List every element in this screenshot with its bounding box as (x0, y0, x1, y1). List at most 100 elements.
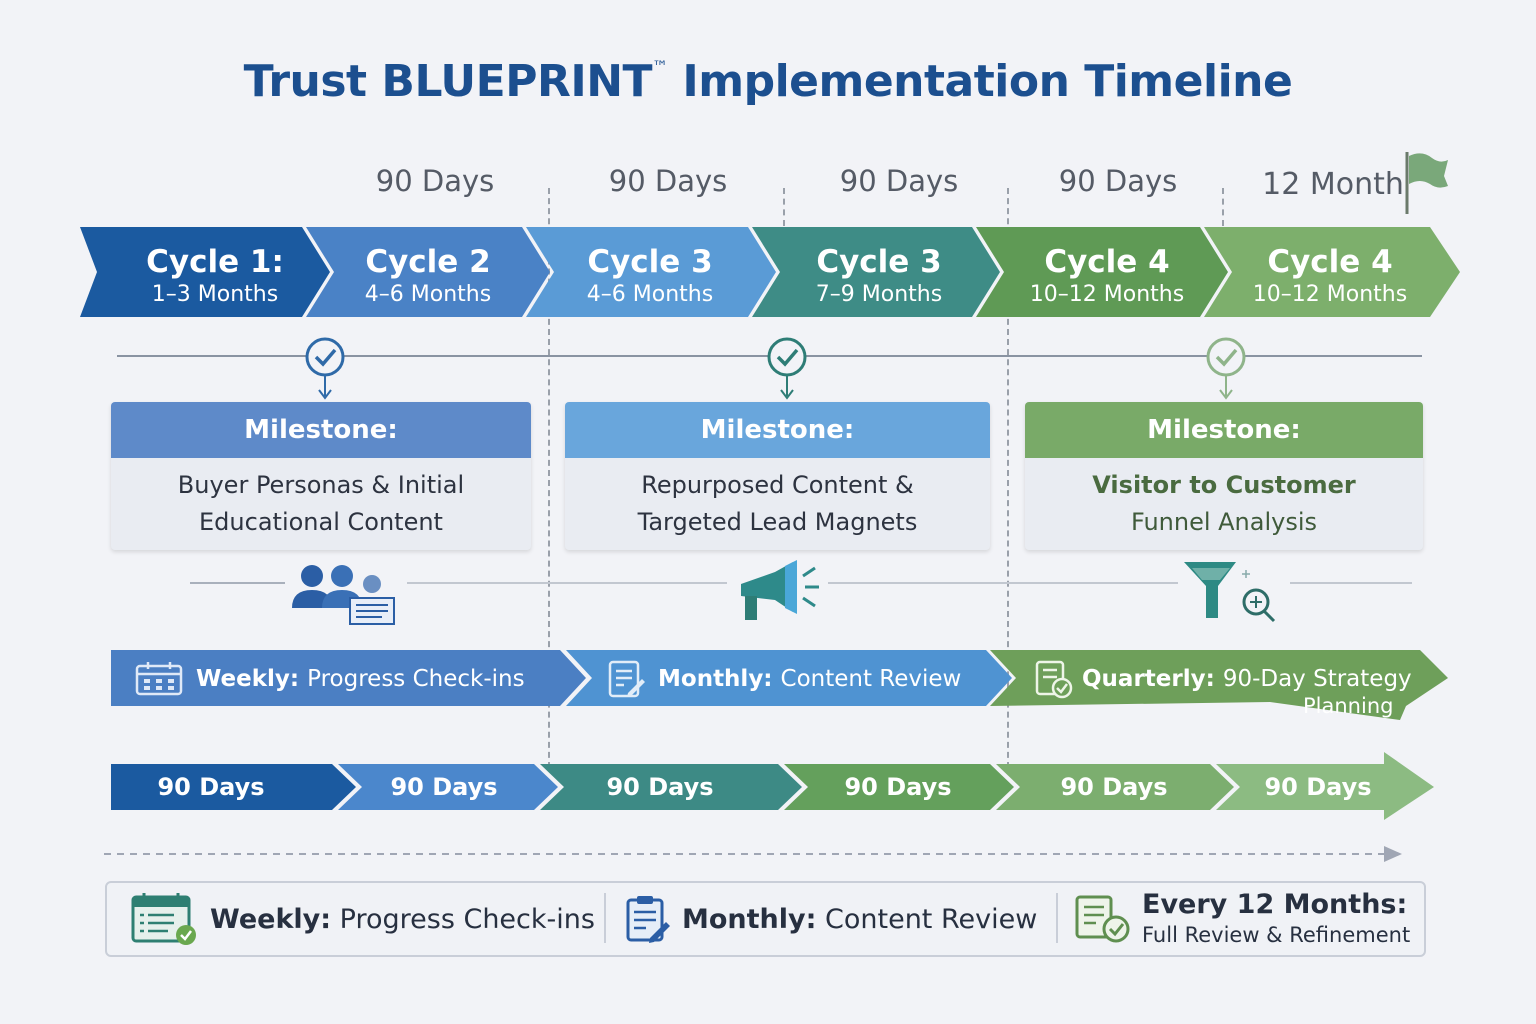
cycle-chevron-2 (306, 227, 550, 317)
summary-weekly: Weekly: Progress Check-ins (130, 881, 595, 957)
cycle-5-months: 10–12 Months (1029, 282, 1185, 307)
summary-text: Progress Check-ins (339, 903, 595, 935)
cycle-6: Cycle 4 10–12 Months (1226, 236, 1434, 318)
cycle-2-months: 4–6 Months (364, 282, 492, 307)
summary-label: Monthly: (682, 903, 817, 935)
segment-6-label: 90 Days (1264, 773, 1372, 801)
cycle-chevron-6 (1204, 227, 1460, 317)
cycle-4: Cycle 3 7–9 Months (776, 236, 982, 318)
cycle-3: Cycle 3 4–6 Months (550, 236, 750, 318)
summary-weekly-text: Weekly: Progress Check-ins (210, 904, 595, 935)
summary-yearly-text: Every 12 Months: Full Review & Refinemen… (1142, 889, 1410, 949)
cycle-1-months: 1–3 Months (151, 282, 279, 307)
milestone-text-line: Repurposed Content & (641, 471, 914, 499)
summary-divider (1056, 893, 1058, 943)
cycle-1-title: Cycle 1: (146, 244, 284, 280)
check-circle-icon (767, 337, 807, 400)
milestone-text-line: Visitor to Customer (1092, 471, 1356, 499)
summary-text: Content Review (825, 903, 1038, 935)
segment-5-label: 90 Days (1060, 773, 1168, 801)
summary-box (105, 881, 1426, 957)
check-circle-icon (305, 337, 345, 400)
title-main: Trust BLUEPRINT (243, 56, 653, 107)
summary-label: Every 12 Months: (1142, 889, 1408, 920)
trademark-symbol: ™ (652, 57, 668, 76)
cycle-4-title: Cycle 3 (816, 244, 942, 280)
flag-icon (1405, 152, 1448, 214)
icon-row-line (828, 582, 1178, 584)
cadence-label: Quarterly: (1082, 666, 1215, 692)
cycle-6-title: Cycle 4 (1267, 244, 1393, 280)
summary-yearly: Every 12 Months: Full Review & Refinemen… (1074, 881, 1410, 957)
page-title: Trust BLUEPRINT™ Implementation Timeline (0, 56, 1536, 107)
calendar-check-icon (131, 893, 196, 945)
megaphone-icon (741, 560, 819, 620)
milestone-heading: Milestone: (1025, 402, 1423, 458)
summary-monthly-text: Monthly: Content Review (682, 904, 1037, 935)
cadence-quarterly: Quarterly:90-Day Strategy (1034, 650, 1412, 708)
divider-line (548, 188, 550, 768)
segment-2-label: 90 Days (390, 773, 498, 801)
cycle-chevron-4 (752, 227, 1000, 317)
summary-divider (604, 893, 606, 943)
milestone-text-line: Educational Content (199, 508, 443, 536)
segment-3-label: 90 Days (606, 773, 714, 801)
cycle-3-title: Cycle 3 (587, 244, 713, 280)
icon-row-line (407, 582, 727, 584)
divider-line (1222, 188, 1224, 226)
milestone-heading: Milestone: (565, 402, 990, 458)
cycle-4-months: 7–9 Months (815, 282, 943, 307)
cycle-6-months: 10–12 Months (1252, 282, 1408, 307)
summary-monthly: Monthly: Content Review (624, 881, 1037, 957)
segment-6 (1216, 752, 1434, 820)
divider-line (783, 188, 785, 226)
segment-3 (540, 764, 802, 810)
cycle-1: Cycle 1: 1–3 Months (110, 236, 320, 318)
divider-line (1007, 188, 1009, 768)
cycle-5: Cycle 4 10–12 Months (1000, 236, 1214, 318)
cadence-text: Content Review (780, 666, 962, 692)
cadence-label: Monthly: (658, 666, 773, 692)
period-label-2: 90 Days (608, 164, 728, 198)
period-label-4: 90 Days (1058, 164, 1178, 198)
document-check-icon (1075, 895, 1130, 943)
milestone-text-line: Funnel Analysis (1130, 508, 1318, 536)
cadence-quarterly-shape (990, 650, 1448, 720)
period-label-3: 90 Days (839, 164, 959, 198)
icon-row-line (190, 582, 285, 584)
cadence-text-continued: Planning (1303, 694, 1394, 718)
cadence-label: Weekly: (196, 666, 300, 692)
checklist-edit-icon (608, 660, 645, 698)
funnel-search-icon (1184, 562, 1276, 623)
period-label-5: 12 Month (1262, 167, 1404, 202)
cadence-monthly: Monthly: Content Review (606, 650, 961, 708)
timeline-arrow (104, 846, 1402, 862)
milestone-body: Repurposed Content & Targeted Lead Magnet… (565, 458, 990, 550)
cadence-weekly-shape (111, 650, 586, 706)
cycle-chevrons (80, 227, 1460, 317)
clipboard-edit-icon (626, 896, 670, 943)
cadence-band (111, 650, 1448, 720)
document-check-icon (1035, 660, 1073, 699)
cycle-chevron-3 (526, 227, 776, 317)
calendar-icon (135, 662, 183, 696)
cycle-2-title: Cycle 2 (365, 244, 491, 280)
milestone-heading: Milestone: (111, 402, 531, 458)
cycle-5-title: Cycle 4 (1044, 244, 1170, 280)
check-circle-icon (1206, 337, 1246, 400)
cycle-2: Cycle 2 4–6 Months (330, 236, 526, 318)
segment-5 (996, 764, 1234, 810)
cycle-3-months: 4–6 Months (586, 282, 714, 307)
cycle-chevron-1 (80, 227, 330, 317)
segment-2 (338, 764, 558, 810)
milestone-card-2: Milestone: Repurposed Content & Targeted … (565, 402, 990, 550)
summary-label: Weekly: (210, 903, 332, 935)
users-document-icon (292, 565, 395, 625)
segment-1 (111, 764, 356, 810)
icon-row-line (1290, 582, 1412, 584)
milestone-text-line: Buyer Personas & Initial (177, 471, 465, 499)
milestone-text-line: Targeted Lead Magnets (637, 508, 918, 536)
